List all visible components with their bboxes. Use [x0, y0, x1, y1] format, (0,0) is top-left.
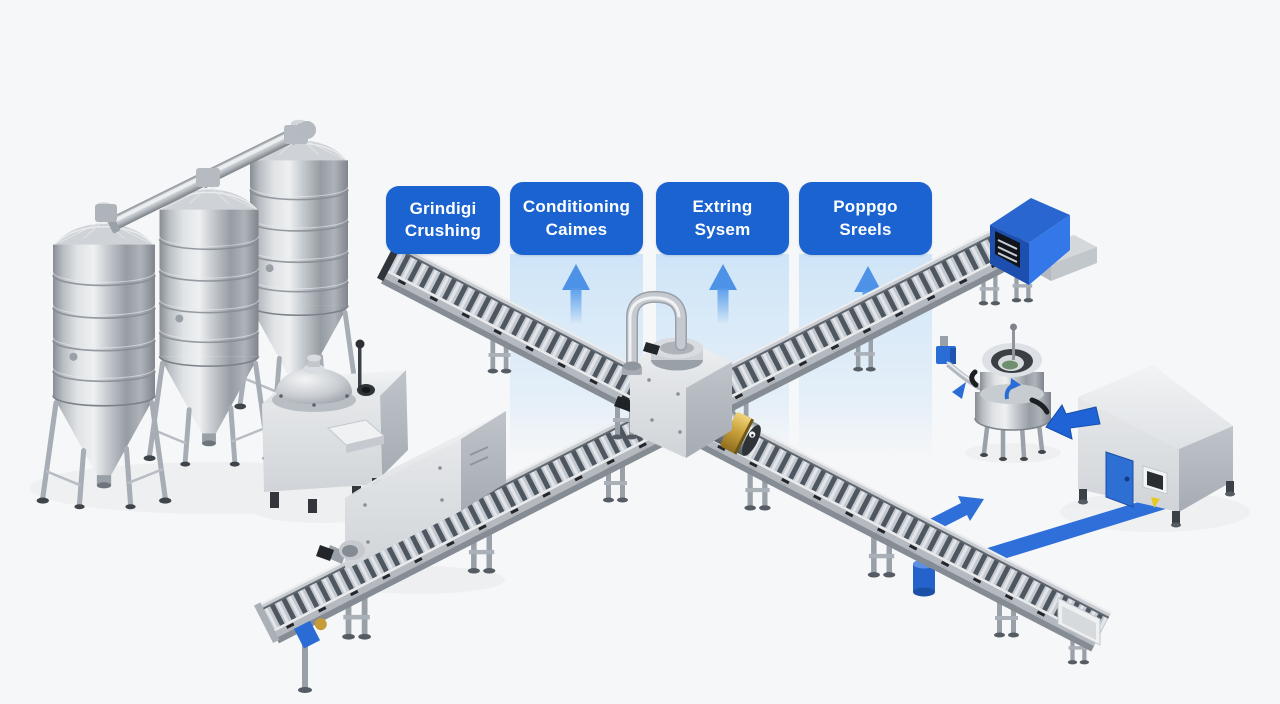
stage-label-popping: Poppgo Sreels — [799, 182, 932, 255]
stage-label-line2: Crushing — [404, 221, 482, 240]
hood-opening — [995, 231, 1020, 268]
storage-silos — [37, 118, 364, 509]
warning-sticker-icon — [1151, 497, 1160, 508]
flow-arrow-small-icon — [952, 382, 966, 399]
inlet-flange — [316, 540, 365, 564]
stage-label-line1: Conditioning — [522, 197, 631, 217]
drive-motor — [294, 620, 321, 649]
stage-label-line2: Caimes — [545, 219, 608, 239]
stage-label-grinding: Grindigi Crushing — [386, 186, 500, 254]
floor-shadows — [30, 443, 1250, 594]
dome-hopper — [276, 368, 352, 404]
feed-pipe-handle — [622, 290, 687, 375]
flow-arrow-up-icon — [709, 264, 737, 324]
end-chute — [1057, 597, 1101, 646]
control-lever — [358, 346, 362, 388]
discharge-hood — [990, 198, 1070, 285]
cooling-pan — [969, 323, 1052, 461]
stage-label-extruding: Extring Sysem — [656, 182, 789, 255]
grinder-machine — [262, 339, 408, 513]
cooling-pan-unit — [936, 323, 1052, 461]
silo-transfer-pipe — [95, 121, 316, 234]
stage-label-line1: Extring — [692, 197, 753, 217]
stage-label-line2: Sysem — [694, 219, 751, 239]
control-cabinet — [1078, 365, 1235, 528]
silo-2 — [144, 169, 275, 467]
cabinet-door — [1105, 451, 1134, 508]
flow-arrow-up-icon — [562, 264, 590, 324]
stage-label-line2: Sreels — [839, 219, 892, 239]
inline-box-machine — [316, 411, 506, 570]
extruder-machine — [614, 290, 761, 458]
door-knob — [1124, 476, 1130, 482]
stage-label-line1: Grindigi — [409, 198, 477, 218]
silo-1 — [37, 202, 172, 509]
conveyor-legs — [298, 268, 1034, 693]
gold-die-ring — [720, 412, 753, 454]
stage-label-line1: Poppgo — [833, 197, 898, 217]
flow-arrow-left-icon — [1045, 404, 1101, 440]
stage-label-conditioning: Conditioning Caimes — [510, 182, 643, 255]
